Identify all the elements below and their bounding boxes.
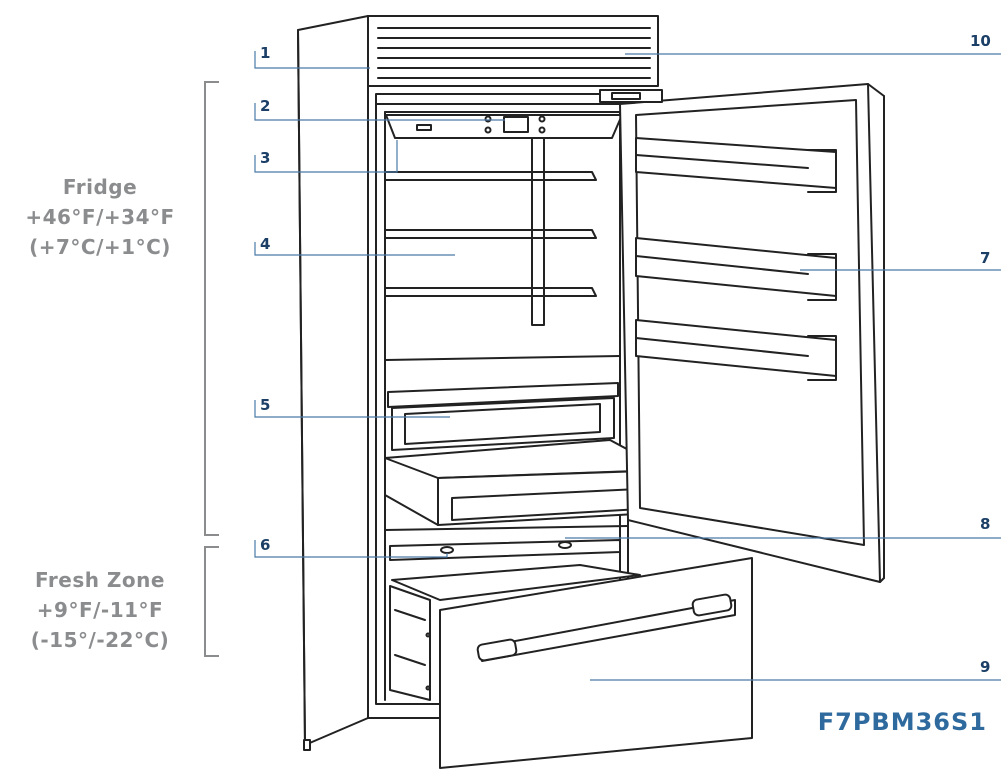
zone-brackets: [204, 81, 219, 657]
cabinet: [297, 15, 441, 751]
callout-9: 9: [980, 658, 991, 676]
callout-7: 7: [980, 249, 991, 267]
fridge-zone-name: Fridge: [62, 175, 138, 199]
fridge-zone-temp-c: (+7°C/+1°C): [29, 235, 171, 259]
callout-leaders: [254, 51, 1001, 681]
door-hinge: [599, 89, 663, 103]
freezer-drawer: [391, 557, 753, 769]
glass-shelves: [385, 171, 621, 361]
freezer-compartment: [384, 525, 629, 701]
callout-5: 5: [260, 396, 271, 414]
fridge-zone-temp-f: +46°F/+34°F: [25, 205, 175, 229]
callout-2: 2: [260, 97, 271, 115]
fresh-zone-temp-c: (-15°/-22°C): [30, 628, 170, 652]
fresh-zone-name: Fresh Zone: [35, 568, 165, 592]
fridge-zone-label: Fridge +46°F/+34°F (+7°C/+1°C): [0, 172, 200, 262]
door-bins: [635, 137, 837, 381]
callout-4: 4: [260, 235, 271, 253]
model-number: F7PBM36S1: [817, 708, 987, 736]
callout-6: 6: [260, 536, 271, 554]
callout-8: 8: [980, 515, 991, 533]
crisper-drawer-lower: [384, 439, 673, 526]
crisper-drawer-upper: [387, 382, 619, 451]
callout-10: 10: [970, 32, 991, 50]
fresh-zone-bracket: [204, 546, 219, 657]
callout-1: 1: [260, 44, 271, 62]
top-grille: [367, 15, 659, 87]
fresh-zone-temp-f: +9°F/-11°F: [36, 598, 164, 622]
control-panel: [385, 114, 623, 139]
fridge-bracket: [204, 81, 219, 536]
fresh-zone-label: Fresh Zone +9°F/-11°F (-15°/-22°C): [0, 565, 200, 655]
callout-3: 3: [260, 149, 271, 167]
